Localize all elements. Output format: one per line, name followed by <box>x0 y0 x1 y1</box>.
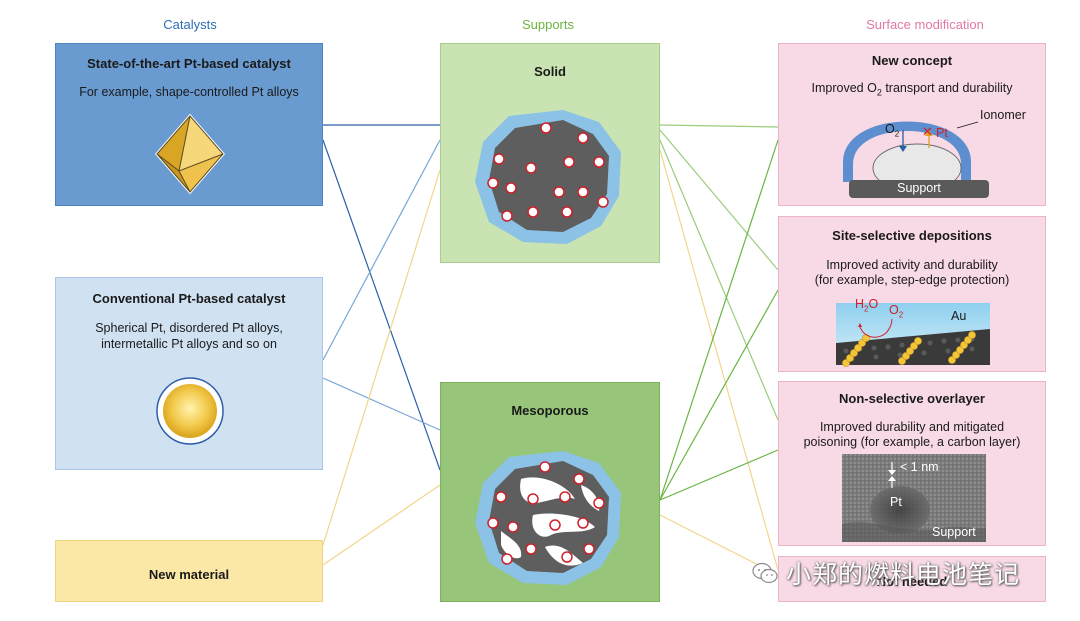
solid-support-particle-icon <box>475 110 621 244</box>
solid-title: Solid <box>534 64 566 79</box>
catalyst-box-conventional: Conventional Pt-based catalyst Spherical… <box>55 277 323 470</box>
ionomer-label: Ionomer <box>980 108 1026 122</box>
link-sota-meso <box>322 139 441 471</box>
new-concept-description: Improved O2 transport and durability <box>811 81 1013 98</box>
thickness-label: < 1 nm <box>900 460 939 474</box>
site-selective-description-line-1: Improved activity and durability <box>826 258 998 272</box>
surface-box-new-concept: New concept Improved O2 transport and du… <box>778 43 1046 206</box>
catalyst-box-new-material: New material <box>55 540 323 602</box>
sota-description: For example, shape-controlled Pt alloys <box>79 85 299 99</box>
non-selective-description-line-1: Improved durability and mitigated <box>819 420 1005 434</box>
pt-cross-icon: ✕ <box>922 124 933 139</box>
surface-box-non-selective: Non-selective overlayer Improved durabil… <box>778 381 1046 546</box>
conventional-title: Conventional Pt-based catalyst <box>92 291 286 306</box>
mesoporous-title: Mesoporous <box>511 403 589 418</box>
au-label: Au <box>951 309 967 323</box>
tem-micrograph-image <box>842 454 986 542</box>
non-selective-description-line-2: poisoning (for example, a carbon layer) <box>803 435 1021 449</box>
link-meso-s2 <box>659 289 779 501</box>
catalyst-box-state-of-the-art: State-of-the-art Pt-based catalyst For e… <box>55 43 323 206</box>
link-solid-s4 <box>659 149 779 571</box>
pt-label: Pt <box>936 126 948 140</box>
surface-box-unnamed: Not needed <box>778 556 1046 602</box>
surface-box-site-selective: Site-selective depositions Improved acti… <box>778 216 1046 372</box>
h2o-label: H2O <box>855 297 879 314</box>
link-meso-s1 <box>659 139 779 501</box>
o2-label: O2 <box>889 303 904 320</box>
octahedron-icon <box>155 113 225 195</box>
support-box-mesoporous: Mesoporous <box>440 382 660 602</box>
wechat-icon <box>752 562 778 584</box>
watermark: 小郑的燃料电池笔记 <box>752 556 1020 590</box>
link-new-meso <box>322 484 441 566</box>
mesoporous-support-particle-icon <box>475 451 621 585</box>
new-concept-title: New concept <box>871 53 953 68</box>
watermark-text: 小郑的燃料电池笔记 <box>786 560 1021 589</box>
spherical-particle-icon <box>156 377 224 445</box>
unnamed-title: Not needed <box>876 574 948 589</box>
non-selective-title: Non-selective overlayer <box>839 391 985 406</box>
header-surface-modification: Surface modification <box>866 17 984 32</box>
ionomer-coverage-illustration <box>843 121 989 198</box>
link-solid-s2 <box>659 129 779 271</box>
new-material-title: New material <box>148 567 230 582</box>
step-edge-illustration <box>836 303 990 367</box>
link-solid-s3 <box>659 139 779 421</box>
link-solid-s1 <box>659 124 779 128</box>
header-supports: Supports <box>521 17 575 32</box>
link-conv-solid <box>322 139 441 361</box>
sota-title: State-of-the-art Pt-based catalyst <box>87 56 291 71</box>
support-box-solid: Solid <box>440 43 660 263</box>
link-conv-meso <box>322 377 441 431</box>
link-meso-s3 <box>659 449 779 501</box>
site-selective-title: Site-selective depositions <box>832 228 992 243</box>
support-slab-shape <box>849 180 989 198</box>
conventional-description-line-2: intermetallic Pt alloys and so on <box>101 337 277 351</box>
site-selective-description-line-2: (for example, step-edge protection) <box>814 273 1010 287</box>
header-catalysts: Catalysts <box>163 17 217 32</box>
o2-label: O2 <box>885 122 900 139</box>
conventional-description-line-1: Spherical Pt, disordered Pt alloys, <box>95 321 283 335</box>
support-label: Support <box>897 181 941 195</box>
link-new-solid <box>322 169 441 546</box>
pt-label: Pt <box>890 495 902 509</box>
support-label: Support <box>932 525 976 539</box>
